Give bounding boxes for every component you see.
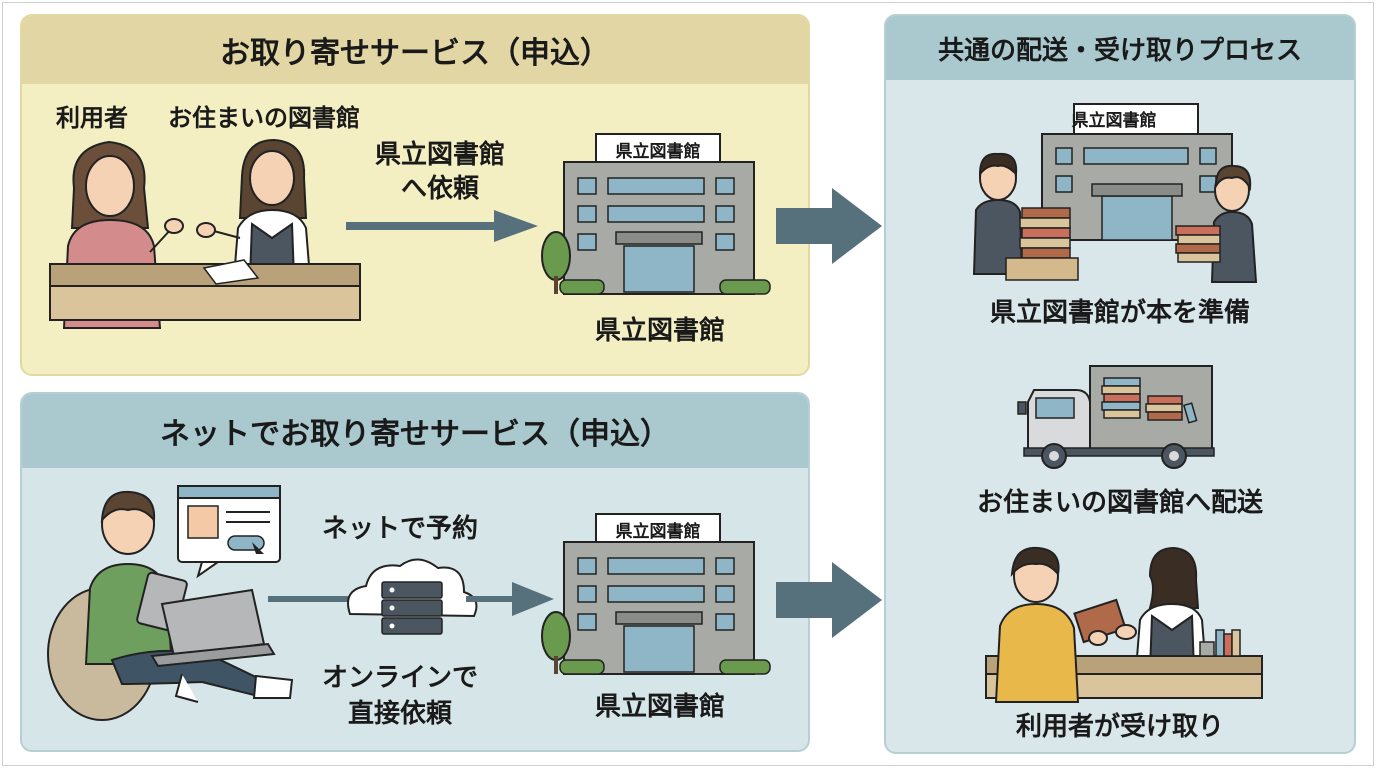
counter-scene-illustration: [49, 138, 361, 329]
online-user-scene-illustration: [47, 485, 294, 721]
request-label-line1: 県立図書館: [374, 140, 505, 170]
direct-request-line1: オンラインで: [321, 663, 478, 693]
staff-woman-figure: [196, 138, 312, 279]
building-b-sign: 県立図書館: [615, 522, 701, 542]
arrow-online-to-common: [776, 562, 882, 638]
server-icon: [381, 581, 443, 635]
prefectural-library-building-a: [541, 133, 771, 295]
prefectural-library-building-b: [541, 513, 771, 675]
building-b-caption: 県立図書館: [594, 692, 725, 722]
request-label: 県立図書館 へ依頼: [350, 138, 530, 206]
arrow-counter-to-prefectural: [346, 210, 538, 242]
step-deliver-caption: お住まいの図書館へ配送: [976, 488, 1263, 518]
arrow-online-to-prefectural: [512, 582, 554, 616]
common-building-sign: 県立図書館: [1071, 111, 1157, 131]
reserve-label: ネットで予約: [321, 514, 478, 544]
step-prepare-caption: 県立図書館が本を準備: [989, 298, 1250, 328]
delivery-truck-icon: [1017, 365, 1215, 469]
arrow-counter-to-common: [776, 188, 882, 264]
direct-request-label: オンラインで 直接依頼: [300, 660, 500, 732]
direct-request-line2: 直接依頼: [347, 699, 452, 729]
online-flow-connector: [268, 558, 554, 635]
label-user: 利用者: [56, 104, 128, 132]
paper-form: [202, 259, 260, 285]
step-receive-caption: 利用者が受け取り: [1015, 712, 1224, 742]
step-receive-illustration: [985, 546, 1263, 703]
label-local-library: お住まいの図書館: [168, 104, 360, 132]
building-a-caption: 県立図書館: [594, 316, 725, 346]
line-to-cloud: [268, 596, 354, 602]
request-label-line2: へ依頼: [400, 174, 479, 204]
panel-common-title: 共通の配送・受け取りプロセス: [886, 16, 1354, 80]
counter-desk-front: [49, 285, 361, 321]
speech-bubble-screen: [177, 485, 281, 579]
panel-online-title: ネットでお取り寄せサービス（申込）: [22, 394, 808, 468]
panel-counter-title: お取り寄せサービス（申込）: [22, 16, 808, 84]
step-prepare-illustration: [972, 103, 1258, 283]
building-a-sign: 県立図書館: [615, 142, 701, 162]
